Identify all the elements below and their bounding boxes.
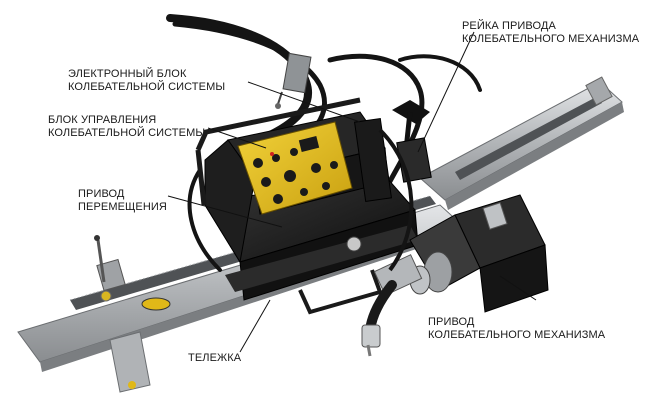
label-carriage: ТЕЛЕЖКА bbox=[188, 352, 242, 364]
torch bbox=[361, 128, 423, 357]
control-panel bbox=[237, 121, 353, 215]
upper-rail bbox=[419, 76, 624, 210]
label-rail-drive: РЕЙКА ПРИВОДА КОЛЕБАТЕЛЬНОГО МЕХАНИЗМА bbox=[462, 20, 640, 45]
label-travel-drive: ПРИВОД ПЕРЕМЕЩЕНИЯ bbox=[78, 188, 167, 213]
label-electronic-unit: ЭЛЕКТРОННЫЙ БЛОК КОЛЕБАТЕЛЬНОЙ СИСТЕМЫ bbox=[68, 68, 226, 93]
oscillator-drive-motor bbox=[409, 194, 549, 313]
carriage-body bbox=[204, 169, 419, 315]
label-control-unit: БЛОК УПРАВЛЕНИЯ КОЛЕБАТЕЛЬНОЙ СИСТЕМЫ bbox=[48, 114, 206, 139]
pointer-lines bbox=[167, 31, 537, 353]
frame-bar bbox=[195, 97, 361, 206]
label-oscillator-drive: ПРИВОД КОЛЕБАТЕЛЬНОГО МЕХАНИЗМА bbox=[428, 316, 606, 341]
